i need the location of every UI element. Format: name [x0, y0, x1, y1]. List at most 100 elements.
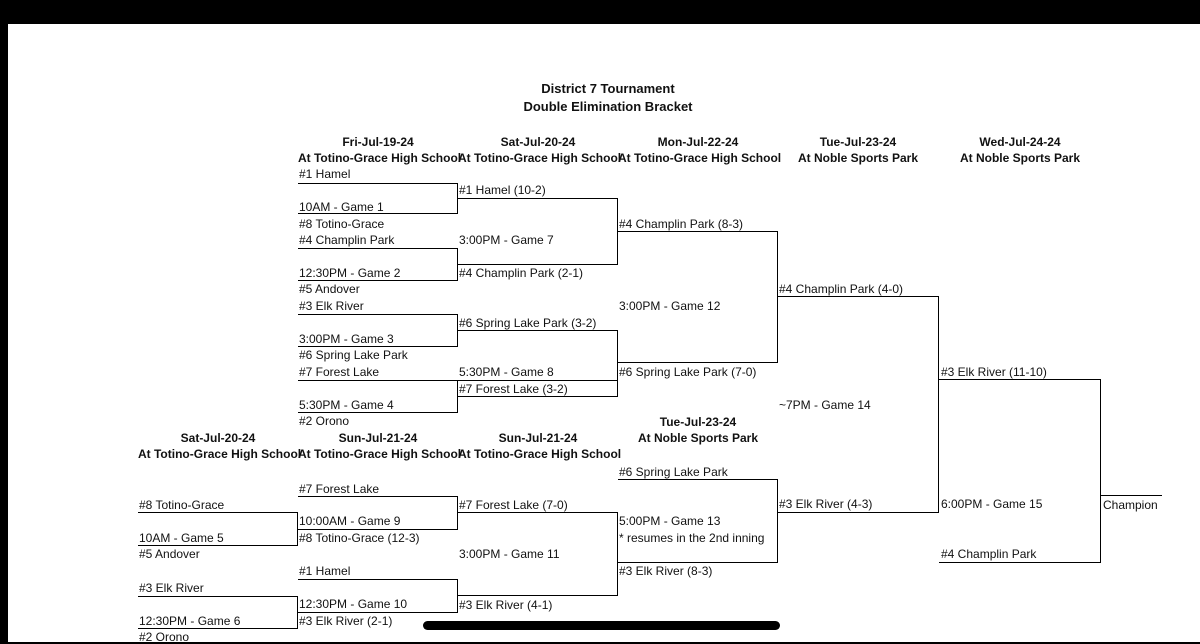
bracket-line	[297, 596, 298, 629]
bracket-line	[1100, 495, 1162, 496]
game-label: 12:30PM - Game 2	[299, 266, 401, 280]
col2-date: Sat-Jul-20-24	[500, 135, 576, 149]
page-title: District 7 Tournament	[541, 81, 675, 96]
bracket-line	[778, 512, 939, 513]
bracket-sheet: District 7 Tournament Double Elimination…	[8, 24, 1200, 644]
col1-venue: At Totino-Grace High School	[298, 151, 462, 165]
bracket-line	[458, 396, 618, 397]
team-entry: #6 Spring Lake Park	[619, 465, 728, 479]
lower-col0-venue: At Totino-Grace High School	[138, 447, 302, 461]
team-entry: #7 Forest Lake (7-0)	[459, 498, 568, 512]
game-label: 3:00PM - Game 7	[459, 233, 554, 247]
bracket-line	[618, 562, 778, 563]
bracket-line	[298, 612, 458, 613]
team-entry: #6 Spring Lake Park (7-0)	[619, 365, 757, 379]
bracket-line	[938, 296, 939, 513]
lower-col3-venue: At Noble Sports Park	[637, 431, 759, 445]
bracket-line	[298, 183, 458, 184]
game-label: 5:30PM - Game 4	[299, 398, 394, 412]
bracket-line	[298, 496, 458, 497]
bracket-line	[618, 231, 778, 232]
lower-col1-venue: At Totino-Grace High School	[298, 447, 462, 461]
bracket-line	[458, 198, 618, 199]
bracket-line	[298, 380, 458, 381]
bracket-line	[939, 379, 1101, 380]
team-entry: #1 Hamel	[299, 564, 351, 578]
team-entry: #3 Elk River (8-3)	[619, 564, 713, 578]
team-entry: #2 Orono	[299, 414, 350, 428]
bracket-line	[458, 330, 618, 331]
bracket-line	[617, 330, 618, 397]
lower-col1-date: Sun-Jul-21-24	[338, 431, 418, 445]
bracket-line	[298, 579, 458, 580]
bracket-line	[457, 314, 458, 347]
bracket-line	[298, 412, 458, 413]
col3-date: Mon-Jul-22-24	[657, 135, 739, 149]
team-entry: #2 Orono	[139, 630, 190, 644]
team-entry: #1 Hamel (10-2)	[459, 183, 546, 197]
lower-col0-date: Sat-Jul-20-24	[180, 431, 256, 445]
col5-date: Wed-Jul-24-24	[979, 135, 1061, 149]
team-entry: #7 Forest Lake	[299, 482, 380, 496]
bracket-line	[777, 231, 778, 363]
bracket-line	[298, 280, 458, 281]
team-entry: #4 Champlin Park (2-1)	[459, 266, 584, 280]
bracket-line	[298, 346, 458, 347]
bracket-line	[457, 496, 458, 530]
bracket-line	[618, 362, 778, 363]
game-label: 10AM - Game 5	[139, 531, 224, 545]
lower-col3-date: Tue-Jul-23-24	[659, 415, 737, 429]
bracket-line	[1100, 379, 1101, 563]
bracket-line	[138, 628, 298, 629]
bracket-line	[939, 562, 1101, 563]
bracket-line	[457, 248, 458, 281]
team-entry: #4 Champlin Park (8-3)	[619, 217, 744, 231]
bracket-line	[777, 479, 778, 563]
team-entry: #8 Totino-Grace	[299, 217, 385, 231]
team-entry: #3 Elk River (4-3)	[779, 497, 873, 511]
team-entry: #5 Andover	[139, 547, 200, 561]
col4-venue: At Noble Sports Park	[797, 151, 919, 165]
bracket-line	[617, 512, 618, 596]
team-entry: #3 Elk River	[299, 299, 364, 313]
game-label: 10:00AM - Game 9	[299, 514, 401, 528]
team-entry: #3 Elk River (11-10)	[941, 365, 1047, 379]
bracket-line	[298, 248, 458, 249]
bracket-line	[458, 380, 618, 381]
col1-date: Fri-Jul-19-24	[342, 135, 414, 149]
bracket-line	[458, 595, 618, 596]
bracket-line	[297, 512, 298, 546]
col3-venue: At Totino-Grace High School	[618, 151, 782, 165]
game-label: 12:30PM - Game 10	[299, 597, 408, 611]
team-entry: #8 Totino-Grace (12-3)	[299, 531, 420, 545]
team-entry: #1 Hamel	[299, 167, 351, 181]
bracket-line	[138, 545, 298, 546]
col5-venue: At Noble Sports Park	[959, 151, 1081, 165]
game-label: 10AM - Game 1	[299, 200, 384, 214]
team-entry: #6 Spring Lake Park	[299, 348, 408, 362]
team-entry: #6 Spring Lake Park (3-2)	[459, 316, 597, 330]
game-label: 6:00PM - Game 15	[941, 497, 1043, 511]
bracket-line	[298, 529, 458, 530]
bracket-line	[457, 183, 458, 214]
bracket-line	[778, 296, 939, 297]
game-label: ~7PM - Game 14	[779, 398, 871, 412]
lower-col2-venue: At Totino-Grace High School	[458, 447, 622, 461]
game-label: 3:00PM - Game 11	[459, 547, 560, 561]
team-entry: #3 Elk River (2-1)	[299, 614, 393, 628]
page-subtitle: Double Elimination Bracket	[523, 99, 693, 114]
champion-label: Champion	[1103, 498, 1158, 512]
horizontal-scrollbar[interactable]	[423, 621, 780, 630]
bracket-line	[138, 596, 298, 597]
col2-venue: At Totino-Grace High School	[458, 151, 622, 165]
game-note: * resumes in the 2nd inning	[619, 531, 765, 545]
bracket-line	[298, 213, 458, 214]
team-entry: #3 Elk River	[139, 581, 204, 595]
team-entry: #4 Champlin Park	[299, 233, 395, 247]
bracket-line	[617, 198, 618, 265]
team-entry: #8 Totino-Grace	[139, 498, 225, 512]
bracket-line	[457, 380, 458, 413]
lower-col2-date: Sun-Jul-21-24	[498, 431, 578, 445]
team-entry: #7 Forest Lake	[299, 365, 380, 379]
team-entry: #3 Elk River (4-1)	[459, 598, 553, 612]
